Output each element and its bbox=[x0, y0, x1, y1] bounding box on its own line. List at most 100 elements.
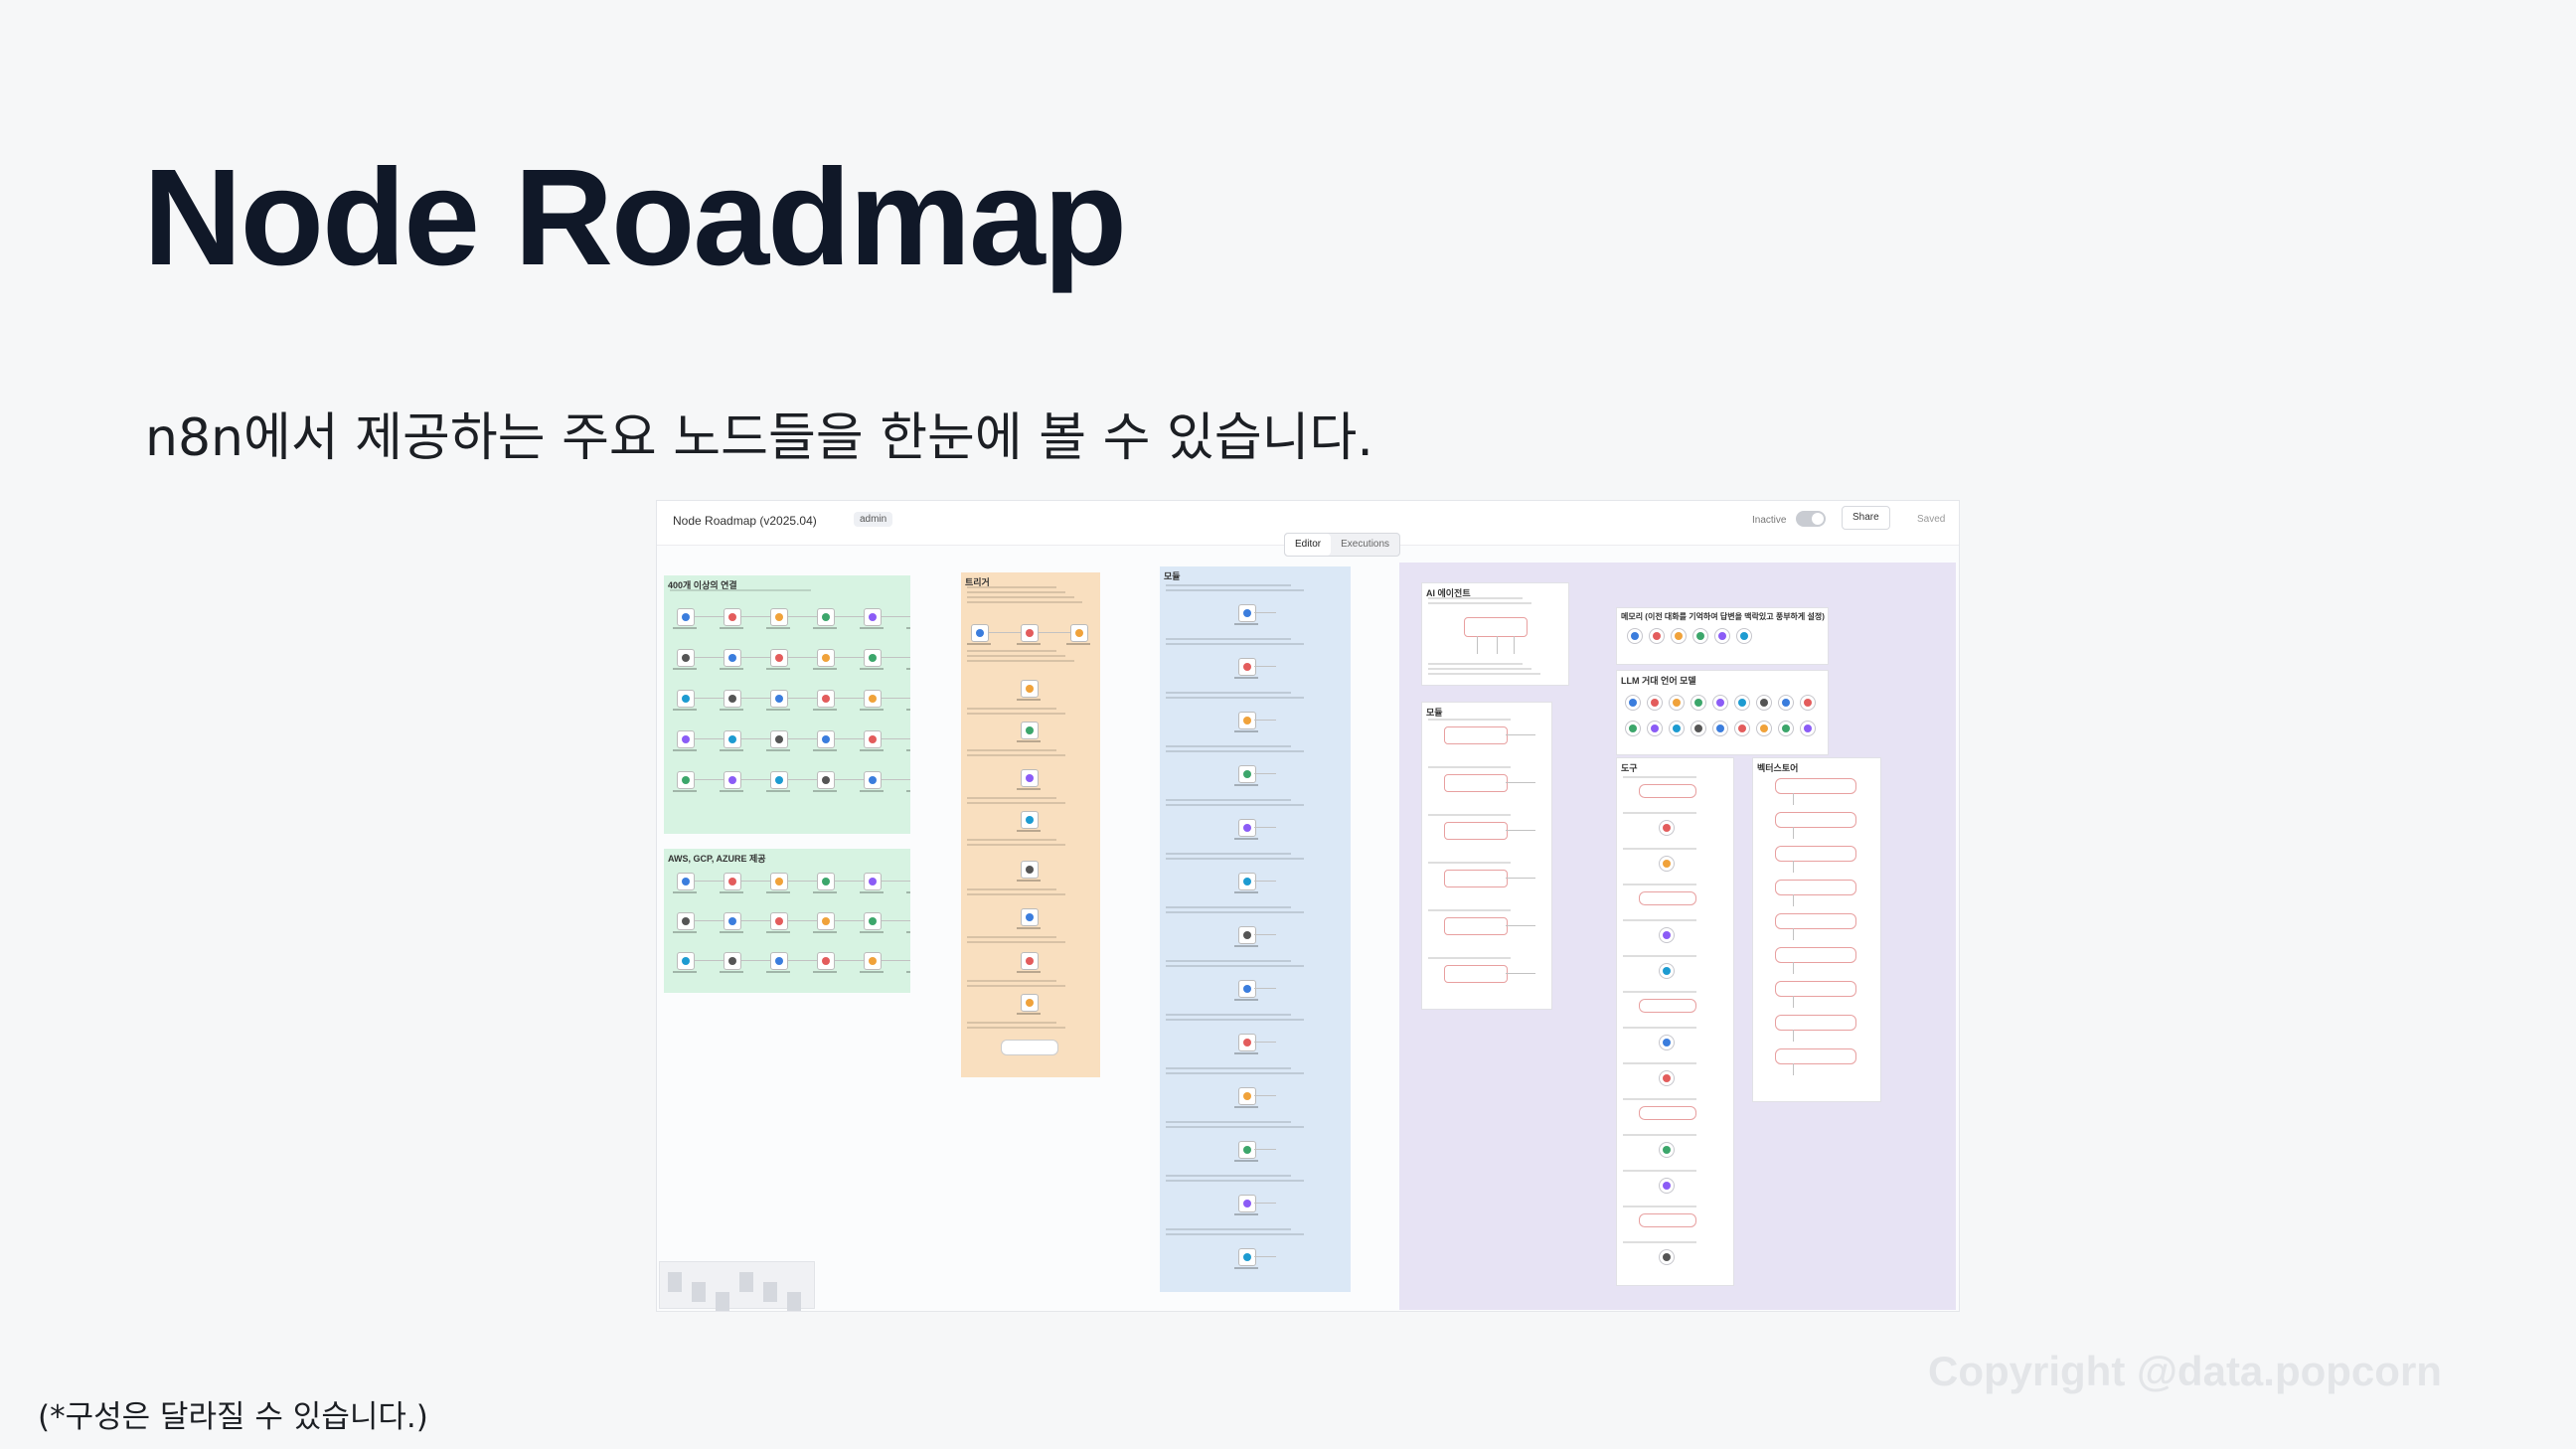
connection bbox=[693, 738, 724, 739]
llm-node bbox=[1800, 695, 1816, 711]
node-caption bbox=[906, 668, 910, 670]
connection bbox=[1037, 632, 1070, 633]
memory-node bbox=[1627, 628, 1643, 644]
node-caption bbox=[1234, 623, 1258, 625]
node-caption bbox=[766, 971, 790, 973]
text-lines bbox=[670, 589, 904, 594]
node-caption bbox=[720, 627, 743, 629]
connection bbox=[833, 920, 864, 921]
integration-node bbox=[864, 690, 882, 708]
vector-node bbox=[1775, 812, 1856, 828]
node-caption bbox=[766, 891, 790, 893]
node-caption bbox=[967, 643, 991, 645]
connection bbox=[833, 698, 864, 699]
card-memory[interactable]: 메모리 (이전 대화를 기억하여 답변을 맥락있고 풍부하게 설정) bbox=[1616, 607, 1829, 665]
text-lines bbox=[1166, 692, 1345, 702]
card-llm[interactable]: LLM 거대 언어 모델 bbox=[1616, 670, 1829, 755]
connection bbox=[739, 657, 770, 658]
cloud-node bbox=[864, 912, 882, 930]
text-lines bbox=[1166, 745, 1345, 755]
text-lines bbox=[967, 936, 1094, 946]
node-caption bbox=[720, 891, 743, 893]
integration-node bbox=[864, 771, 882, 789]
connection bbox=[1793, 861, 1794, 873]
tool-node bbox=[1659, 1035, 1675, 1050]
connection bbox=[1254, 827, 1276, 828]
node-caption bbox=[906, 749, 910, 751]
tab-executions[interactable]: Executions bbox=[1341, 539, 1390, 550]
active-toggle[interactable] bbox=[1796, 511, 1826, 527]
text-lines bbox=[1166, 584, 1345, 594]
sticky-ai-region[interactable]: AI 에이전트 모듈 메모리 (이전 대화를 기억하여 답변을 맥락있고 풍부하… bbox=[1399, 563, 1956, 1310]
sticky-triggers[interactable]: 트리거 bbox=[961, 572, 1100, 1077]
workflow-name[interactable]: Node Roadmap (v2025.04) bbox=[673, 514, 817, 528]
card-vector-store[interactable]: 벡터스토어 bbox=[1752, 757, 1881, 1102]
node-caption bbox=[720, 790, 743, 792]
share-button[interactable]: Share bbox=[1842, 506, 1890, 530]
connection bbox=[1254, 1042, 1276, 1043]
tool-node bbox=[1659, 1249, 1675, 1265]
sticky-title: 400개 이상의 연결 bbox=[668, 580, 737, 590]
sticky-modules[interactable]: 모듈 bbox=[1160, 566, 1351, 1292]
canvas-minimap[interactable] bbox=[659, 1261, 815, 1311]
text-lines bbox=[1623, 812, 1727, 817]
llm-node bbox=[1669, 721, 1685, 736]
minimap-block bbox=[692, 1282, 706, 1302]
text-lines bbox=[1623, 1098, 1727, 1103]
tab-editor[interactable]: Editor bbox=[1285, 534, 1332, 556]
connection bbox=[739, 779, 770, 780]
chain-node bbox=[1444, 726, 1508, 744]
connection bbox=[1254, 1095, 1276, 1096]
connection bbox=[1506, 925, 1535, 926]
vector-node bbox=[1775, 947, 1856, 963]
text-lines bbox=[1166, 1067, 1345, 1077]
card-ai-modules[interactable]: 모듈 bbox=[1421, 702, 1552, 1010]
trigger-node bbox=[1070, 624, 1088, 642]
sticky-integrations[interactable]: 400개 이상의 연결 bbox=[664, 575, 910, 834]
integration-node bbox=[770, 649, 788, 667]
card-ai-agent[interactable]: AI 에이전트 bbox=[1421, 582, 1569, 686]
trigger-node bbox=[1001, 1040, 1058, 1055]
tool-node bbox=[1659, 1142, 1675, 1158]
connection bbox=[693, 779, 724, 780]
text-lines bbox=[1166, 638, 1345, 648]
connection bbox=[786, 960, 817, 961]
tool-node bbox=[1659, 927, 1675, 943]
connection bbox=[739, 698, 770, 699]
connection bbox=[739, 616, 770, 617]
card-tools[interactable]: 도구 bbox=[1616, 757, 1734, 1286]
node-caption bbox=[1017, 788, 1041, 790]
connection bbox=[833, 960, 864, 961]
integration-node bbox=[677, 690, 695, 708]
trigger-node bbox=[1021, 952, 1039, 970]
text-lines bbox=[1166, 960, 1345, 970]
chain-node bbox=[1444, 822, 1508, 840]
node-caption bbox=[1234, 784, 1258, 786]
connection bbox=[1506, 973, 1535, 974]
memory-node bbox=[1649, 628, 1665, 644]
text-lines bbox=[967, 839, 1094, 849]
text-lines bbox=[967, 708, 1094, 718]
connection bbox=[880, 920, 910, 921]
node-caption bbox=[673, 709, 697, 711]
text-lines bbox=[1623, 776, 1727, 781]
chain-node bbox=[1444, 774, 1508, 792]
workflow-screenshot: Node Roadmap (v2025.04) admin Inactive S… bbox=[656, 500, 1960, 1312]
integration-node bbox=[864, 730, 882, 748]
cloud-node bbox=[724, 912, 741, 930]
module-node bbox=[1238, 980, 1256, 998]
sticky-cloud[interactable]: AWS, GCP, AZURE 제공 bbox=[664, 849, 910, 993]
connection bbox=[1477, 636, 1478, 654]
trigger-node bbox=[1021, 811, 1039, 829]
text-lines bbox=[1166, 799, 1345, 809]
llm-node bbox=[1669, 695, 1685, 711]
text-lines bbox=[1623, 1241, 1727, 1246]
trigger-node bbox=[1021, 908, 1039, 926]
connection bbox=[1514, 636, 1515, 654]
connection bbox=[739, 738, 770, 739]
connection bbox=[693, 698, 724, 699]
vector-node bbox=[1775, 913, 1856, 929]
workflow-tag[interactable]: admin bbox=[854, 512, 893, 527]
text-lines bbox=[1623, 991, 1727, 996]
connection bbox=[1506, 878, 1535, 879]
